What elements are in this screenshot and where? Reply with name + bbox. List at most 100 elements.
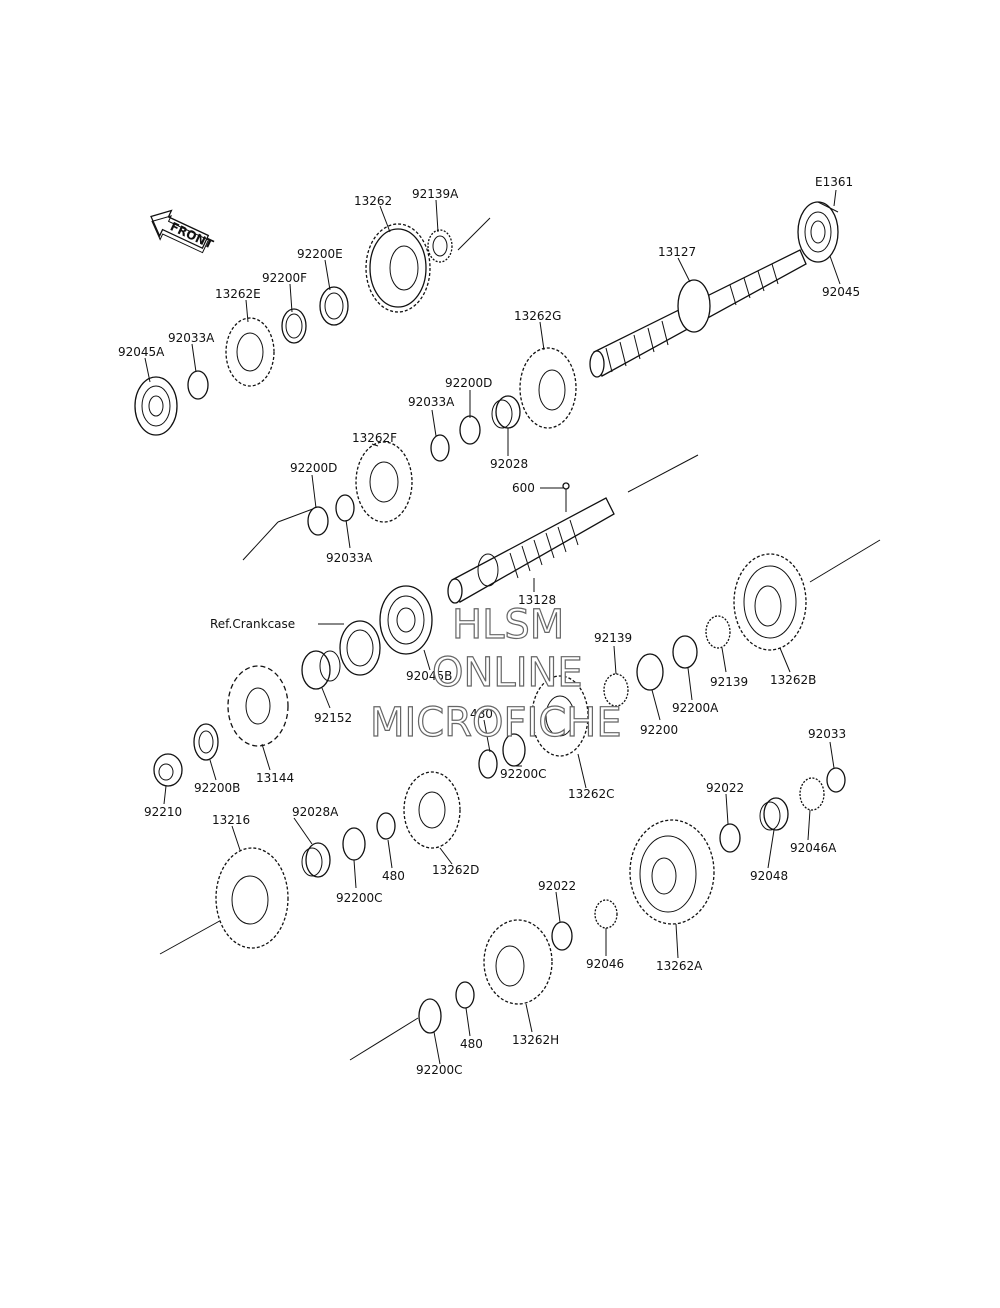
label-13262C: 13262C <box>568 787 615 801</box>
label-92139-1: 92139 <box>594 631 632 645</box>
watermark-line-1: HLSM <box>452 602 564 648</box>
label-92200B: 92200B <box>194 781 240 795</box>
gear-13262C <box>531 675 589 757</box>
washer-92022-2 <box>551 921 573 951</box>
bushing-92048 <box>759 797 789 831</box>
front-arrow-icon: FRONT <box>150 209 216 254</box>
label-92200F: 92200F <box>262 271 307 285</box>
label-92028A: 92028A <box>292 805 339 819</box>
needle-bearing-92139-2 <box>705 615 731 649</box>
gear-13262F <box>355 441 413 523</box>
label-13144: 13144 <box>256 771 294 785</box>
gear-13216 <box>215 847 289 949</box>
gear-13262D <box>403 771 461 849</box>
washer-92200C-3 <box>418 998 442 1034</box>
washer-92200E <box>319 286 349 326</box>
shaft-13127 <box>589 249 807 378</box>
label-92022-1: 92022 <box>706 781 744 795</box>
leader-lines <box>144 189 841 1065</box>
shaft-13128 <box>447 482 615 604</box>
label-13262H: 13262H <box>512 1033 559 1047</box>
label-480-2: 480 <box>382 869 405 883</box>
label-92045B: 92045B <box>406 669 452 683</box>
washer-92200C-2 <box>342 827 366 861</box>
washer-92022-1 <box>719 823 741 853</box>
label-92139-2: 92139 <box>710 675 748 689</box>
needle-bearing-92139-1 <box>603 673 629 707</box>
label-13262D: 13262D <box>432 863 479 877</box>
circlip-92033 <box>826 767 846 793</box>
circlip-480-1 <box>478 749 498 779</box>
oil-seal <box>318 620 381 676</box>
label-480-3: 480 <box>460 1037 483 1051</box>
axis-guides <box>159 217 881 1061</box>
washer-92200 <box>636 653 664 691</box>
label-92200D-2: 92200D <box>290 461 337 475</box>
circlip-92033A-3 <box>335 494 355 522</box>
gear-13262A <box>629 819 715 925</box>
label-13262E: 13262E <box>215 287 261 301</box>
watermark: HLSM ONLINE MICROFICHE <box>369 601 622 746</box>
label-92033A-1: 92033A <box>168 331 215 345</box>
bushing-92028A <box>301 842 331 878</box>
label-92033: 92033 <box>808 727 846 741</box>
bearing-92045B <box>379 585 433 655</box>
label-92139A: 92139A <box>412 187 459 201</box>
washer-92200B <box>193 723 219 761</box>
needle-bearing-92139A <box>427 229 453 263</box>
label-92200E: 92200E <box>297 247 343 261</box>
sprocket-13144 <box>227 665 289 747</box>
circlip-92033A-2 <box>430 434 450 462</box>
label-92022-2: 92022 <box>538 879 576 893</box>
label-13216: 13216 <box>212 813 250 827</box>
ref-crankcase-label: Ref.Crankcase <box>210 617 295 631</box>
label-13127: 13127 <box>658 245 696 259</box>
gear-13262H <box>483 919 553 1005</box>
gear-13262E <box>225 317 275 387</box>
needle-bearing-92046A <box>799 777 825 811</box>
circlip-480-3 <box>455 981 475 1009</box>
circlip-480-2 <box>376 812 396 840</box>
label-13262A: 13262A <box>656 959 703 973</box>
label-13262F: 13262F <box>352 431 397 445</box>
washer-92200F <box>281 308 307 344</box>
label-92045A: 92045A <box>118 345 165 359</box>
diagram-code: E1361 <box>815 175 853 189</box>
bearing-92045 <box>797 201 839 263</box>
needle-bearing-92046 <box>594 899 618 929</box>
label-92033A-3: 92033A <box>326 551 373 565</box>
label-92200C-2: 92200C <box>336 891 383 905</box>
label-92028: 92028 <box>490 457 528 471</box>
gear-13262 <box>365 223 431 313</box>
label-600: 600 <box>512 481 535 495</box>
nut-92210 <box>153 753 183 787</box>
label-92045: 92045 <box>822 285 860 299</box>
part-labels: 13262 92139A 92200E 92200F 13262E 92033A… <box>118 187 860 1077</box>
watermark-line-3: MICROFICHE <box>370 700 622 746</box>
label-92200C-3: 92200C <box>416 1063 463 1077</box>
washer-92200C-1 <box>502 733 526 767</box>
label-92200: 92200 <box>640 723 678 737</box>
label-92210: 92210 <box>144 805 182 819</box>
washer-92200D-2 <box>307 506 329 536</box>
circlip-92033A-1 <box>187 370 209 400</box>
label-13262: 13262 <box>354 194 392 208</box>
label-92200C-1: 92200C <box>500 767 547 781</box>
label-92200D-1: 92200D <box>445 376 492 390</box>
label-92200A: 92200A <box>672 701 719 715</box>
bushing-92028 <box>491 395 521 429</box>
label-13262B: 13262B <box>770 673 816 687</box>
label-92046: 92046 <box>586 957 624 971</box>
gear-13262G <box>519 347 577 429</box>
watermark-line-2: ONLINE <box>432 650 583 696</box>
label-480-1: 480 <box>470 707 493 721</box>
label-13128: 13128 <box>518 593 556 607</box>
collar-92152 <box>301 650 341 690</box>
label-92046A: 92046A <box>790 841 837 855</box>
label-92048: 92048 <box>750 869 788 883</box>
washer-92200A <box>672 635 698 669</box>
label-92152: 92152 <box>314 711 352 725</box>
bearing-92045A <box>134 376 178 436</box>
washer-92200D-1 <box>459 415 481 445</box>
